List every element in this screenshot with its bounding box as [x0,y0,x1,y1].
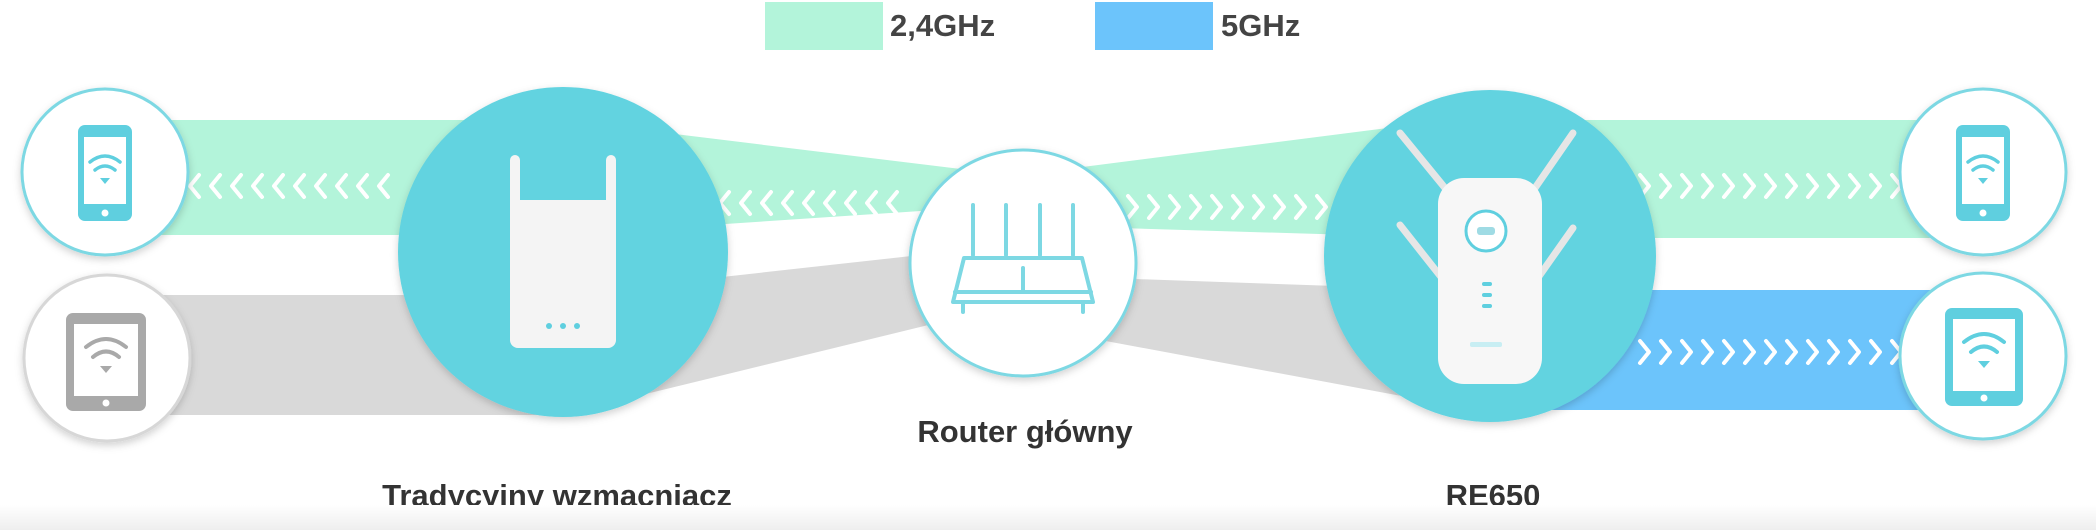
chevron-arrow-icon [1722,173,1735,199]
chevron-arrow-icon [293,173,306,199]
chevron-arrow-icon [1659,173,1672,199]
chevron-arrow-icon [1701,173,1714,199]
chevron-arrow-icon [1147,194,1160,220]
chevron-arrow-icon [377,173,390,199]
chevron-arrow-icon [209,173,222,199]
chevron-arrow-icon [1848,339,1861,365]
chevron-arrow-icon [1764,339,1777,365]
smartphone-wifi-icon [1956,125,2010,221]
main-router-node [908,148,1138,378]
chevron-arrow-icon [1231,194,1244,220]
chevron-arrow-icon [1785,173,1798,199]
left-smartphone-device [20,87,190,257]
chevron-arrow-icon [356,173,369,199]
router-icon [951,203,1095,314]
chevron-arrow-icon [1680,339,1693,365]
wifi-extender-icon [510,155,616,348]
chevron-arrow-icon [1168,194,1181,220]
chevron-arrow-icon [1701,339,1714,365]
legend-label-24ghz: 2,4GHz [890,8,996,43]
chevron-arrow-icon [1869,339,1882,365]
chevron-arrow-icon [251,173,264,199]
chevron-arrow-icon [1806,339,1819,365]
right-tablet-device [1898,271,2068,441]
chevron-arrow-icon [272,173,285,199]
chevron-arrow-icon [1743,173,1756,199]
chevron-arrow-icon [1126,194,1139,220]
chevron-arrow-icon [886,190,899,216]
chevron-arrow-icon [823,190,836,216]
chevron-arrow-icon [1315,194,1328,220]
chevron-arrow-icon [1252,194,1265,220]
data-flow-arrows-right-inner [1126,194,1328,220]
chevron-arrow-icon [1848,173,1861,199]
data-flow-arrows-right-5ghz [1638,339,1903,365]
left-tablet-device [22,273,192,443]
data-flow-arrows-left-outer [188,173,390,199]
chevron-arrow-icon [802,190,815,216]
chevron-arrow-icon [739,190,752,216]
chevron-arrow-icon [314,173,327,199]
chevron-arrow-icon [188,173,201,199]
tablet-wifi-icon [66,313,146,411]
legend-swatch-24ghz [765,2,883,50]
chevron-arrow-icon [1785,339,1798,365]
re650-node [1324,90,1656,422]
chevron-arrow-icon [781,190,794,216]
chevron-arrow-icon [1806,173,1819,199]
chevron-arrow-icon [1827,339,1840,365]
chevron-arrow-icon [335,173,348,199]
legend-swatch-5ghz [1095,2,1213,50]
chevron-arrow-icon [1743,339,1756,365]
chevron-arrow-icon [1294,194,1307,220]
chevron-arrow-icon [1273,194,1286,220]
chevron-arrow-icon [1827,173,1840,199]
chevron-arrow-icon [865,190,878,216]
chevron-arrow-icon [760,190,773,216]
traditional-extender-node [398,87,728,417]
chevron-arrow-icon [1659,339,1672,365]
chevron-arrow-icon [230,173,243,199]
data-flow-arrows-left-inner [718,190,899,216]
chevron-arrow-icon [1210,194,1223,220]
chevron-arrow-icon [1189,194,1202,220]
right-smartphone-device [1898,87,2068,257]
chevron-arrow-icon [1722,339,1735,365]
chevron-arrow-icon [1680,173,1693,199]
tablet-wifi-icon [1945,308,2023,406]
chevron-arrow-icon [1764,173,1777,199]
chevron-arrow-icon [1869,173,1882,199]
chevron-arrow-icon [844,190,857,216]
legend-label-5ghz: 5GHz [1221,8,1301,43]
smartphone-wifi-icon [78,125,132,221]
re650-extender-icon [1396,129,1577,384]
bottom-fade [0,505,2096,530]
data-flow-arrows-right-24ghz [1638,173,1903,199]
main-router-label: Router główny [917,414,1133,449]
chevron-arrow-icon [1638,339,1651,365]
